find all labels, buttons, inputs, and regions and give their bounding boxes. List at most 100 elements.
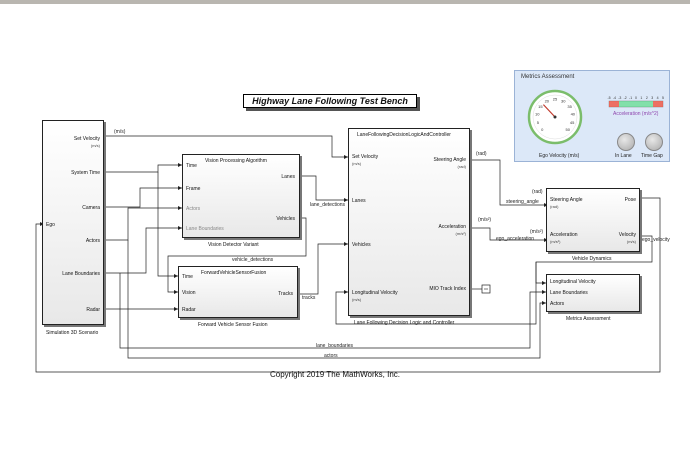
port-ctrl-steering: Steering Angle — [433, 157, 466, 163]
accel-bar-tick-label: 1 — [640, 96, 642, 100]
forward-vehicle-sensor-fusion-block[interactable]: ForwardVehicleSensorFusion Time Vision R… — [178, 266, 298, 318]
gauge-tick-label: 40 — [571, 112, 576, 117]
port-fusion-radar: Radar — [182, 307, 196, 313]
steering-rad-label-2: (rad) — [532, 189, 543, 195]
port-metrics-lane-boundaries: Lane Boundaries — [550, 290, 588, 296]
gauge-tick-label: 20 — [545, 99, 550, 104]
metrics-assessment-block[interactable]: Longitudinal Velocity Lane Boundaries Ac… — [546, 274, 640, 312]
wire-lane-detections — [300, 175, 348, 201]
accel-bar-tick-label: 0 — [635, 96, 637, 100]
port-ego: Ego — [46, 222, 55, 228]
port-vision-lane-boundaries: Lane Boundaries — [186, 226, 224, 232]
port-dyn-pose: Pose — [624, 197, 636, 203]
steering-rad-label: (rad) — [476, 151, 487, 157]
gauge-tick-label: 15 — [538, 104, 543, 109]
vision-detector-variant-label: Vision Detector Variant — [208, 242, 259, 248]
vehicle-dynamics-label: Vehicle Dynamics — [572, 256, 612, 262]
simulation-3d-scenario-label: Simulation 3D Scenario — [46, 330, 99, 336]
lane-following-controller-label: Lane Following Decision Logic and Contro… — [354, 320, 455, 326]
port-dyn-steering-unit: (rad) — [550, 204, 559, 209]
port-camera: Camera — [82, 205, 100, 211]
wire-long-velocity — [335, 262, 537, 325]
wire-pose — [35, 197, 661, 373]
metrics-panel-title: Metrics Assessment — [521, 74, 575, 80]
port-ctrl-long-velocity-unit: (m/s) — [352, 297, 362, 302]
accel-bar-tick-label: 2 — [646, 96, 648, 100]
lane-detections-label: lane_detections — [310, 202, 346, 208]
accel-bar-tick-label: 5 — [662, 96, 664, 100]
wire-vehicle-detections — [167, 217, 307, 293]
gauge-tick-label: 10 — [535, 112, 540, 117]
accel-bar-tick-label: -2 — [624, 96, 627, 100]
port-metrics-actors: Actors — [550, 301, 565, 307]
port-actors: Actors — [85, 238, 100, 244]
model-title: Highway Lane Following Test Bench — [243, 94, 417, 108]
accel-bar-tick-label: -1 — [629, 96, 632, 100]
vehicle-dynamics-block[interactable]: Steering Angle (rad) Acceleration (m/s²)… — [546, 188, 640, 252]
port-fusion-time: Time — [182, 274, 193, 280]
wire-tracks — [298, 243, 348, 295]
simulation-3d-scenario-block[interactable]: Set Velocity (m/s) System Time Camera Ac… — [42, 120, 104, 325]
port-lanes-out: Lanes — [281, 174, 295, 180]
port-dyn-steering: Steering Angle — [550, 197, 583, 203]
vision-detector-variant-block[interactable]: Vision Processing Algorithm Time Frame A… — [182, 154, 300, 238]
fusion-header: ForwardVehicleSensorFusion — [201, 270, 267, 276]
port-ctrl-set-velocity-unit: (m/s) — [352, 161, 362, 166]
wire-lanes-vision — [104, 227, 182, 274]
time-gap-lamp — [645, 133, 663, 151]
port-radar: Radar — [86, 307, 100, 313]
time-gap-label: Time Gap — [641, 153, 663, 159]
gauge-tick-label: 5 — [537, 120, 540, 125]
port-system-time: System Time — [71, 170, 100, 176]
actors-label: actors — [324, 353, 338, 359]
gauge-needle — [542, 104, 556, 118]
lane-boundaries-label: lane_boundaries — [316, 343, 353, 349]
port-metrics-long-velocity: Longitudinal Velocity — [550, 279, 596, 285]
port-ctrl-mio: MIO Track Index — [429, 286, 466, 292]
port-ctrl-long-velocity: Longitudinal Velocity — [352, 290, 398, 296]
tracks-label: tracks — [302, 295, 316, 301]
wire-system-time — [104, 164, 182, 173]
port-time: Time — [186, 163, 197, 169]
lane-following-controller-block[interactable]: LaneFollowingDecisionLogicAndController … — [348, 128, 470, 316]
accel-bar-tick-label: -4 — [613, 96, 616, 100]
port-fusion-vision: Vision — [182, 290, 196, 296]
port-ctrl-steering-unit: (rad) — [457, 164, 466, 169]
port-frame: Frame — [186, 186, 201, 192]
accel-bar-tick-label: -3 — [618, 96, 621, 100]
ego-acceleration-label: ego_acceleration — [496, 236, 535, 242]
set-velocity-unit-label: (m/s) — [114, 129, 126, 135]
port-lane-boundaries: Lane Boundaries — [62, 271, 100, 277]
gauge-tick-label: 35 — [567, 104, 572, 109]
accel-bar-tick-label: 4 — [657, 96, 659, 100]
accel-bar-red-zone — [609, 101, 619, 107]
copyright-notice: Copyright 2019 The MathWorks, Inc. — [270, 370, 400, 379]
steering-angle-label: steering_angle — [506, 199, 539, 205]
accel-bar-tick-label: -5 — [607, 96, 610, 100]
gauge-tick-label: 30 — [561, 99, 566, 104]
port-dyn-acceleration: Acceleration — [550, 232, 578, 238]
ego-velocity-label: ego_velocity — [642, 237, 670, 243]
metrics-assessment-label: Metrics Assessment — [566, 316, 611, 322]
gauge-label: Ego Velocity (m/s) — [539, 153, 580, 159]
forward-vehicle-sensor-fusion-label: Forward Vehicle Sensor Fusion — [198, 322, 268, 328]
in-lane-lamp — [617, 133, 635, 151]
port-vehicles-out: Vehicles — [276, 216, 295, 222]
port-dyn-acceleration-unit: (m/s²) — [550, 239, 561, 244]
accel-unit-label-2: (m/s²) — [530, 229, 544, 235]
port-set-velocity: Set Velocity — [73, 136, 100, 142]
wire-camera — [104, 187, 182, 208]
controller-header: LaneFollowingDecisionLogicAndController — [357, 132, 451, 138]
wire-actors-vision — [104, 207, 182, 241]
vehicle-detections-label: vehicle_detections — [232, 257, 274, 263]
accel-bar-label: Acceleration (m/s^2) — [613, 111, 659, 117]
port-dyn-velocity-unit: (m/s) — [626, 239, 636, 244]
wire-steering — [470, 159, 548, 206]
port-ctrl-set-velocity: Set Velocity — [352, 154, 379, 160]
port-ctrl-vehicles: Vehicles — [352, 242, 371, 248]
accel-bar-tick-label: 3 — [651, 96, 653, 100]
